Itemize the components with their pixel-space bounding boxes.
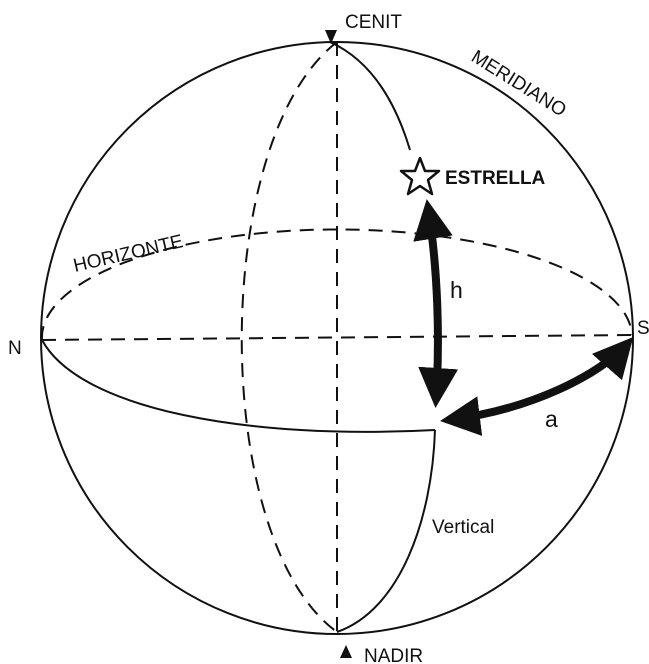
vertical-circle-upper-arc <box>330 42 410 150</box>
star-icon <box>401 158 439 194</box>
label-n: N <box>8 338 22 359</box>
label-s: S <box>637 318 649 339</box>
label-vertical: Vertical <box>432 517 494 538</box>
azimuth-arrow <box>448 343 628 420</box>
horizon-front-arc <box>42 340 435 432</box>
label-estrella: ESTRELLA <box>445 168 546 189</box>
label-cenit: CENIT <box>345 12 402 33</box>
label-horizonte: HORIZONTE <box>71 231 185 277</box>
north-south-axis <box>42 335 632 340</box>
vertical-circle-lower-arc <box>337 430 435 632</box>
label-h: h <box>450 277 463 303</box>
sphere-outline <box>41 42 633 634</box>
label-nadir: NADIR <box>364 646 423 664</box>
label-a: a <box>545 406 558 432</box>
label-meridiano: MERIDIANO <box>467 46 569 121</box>
altitude-arrow <box>428 207 438 400</box>
nadir-marker <box>340 645 352 658</box>
